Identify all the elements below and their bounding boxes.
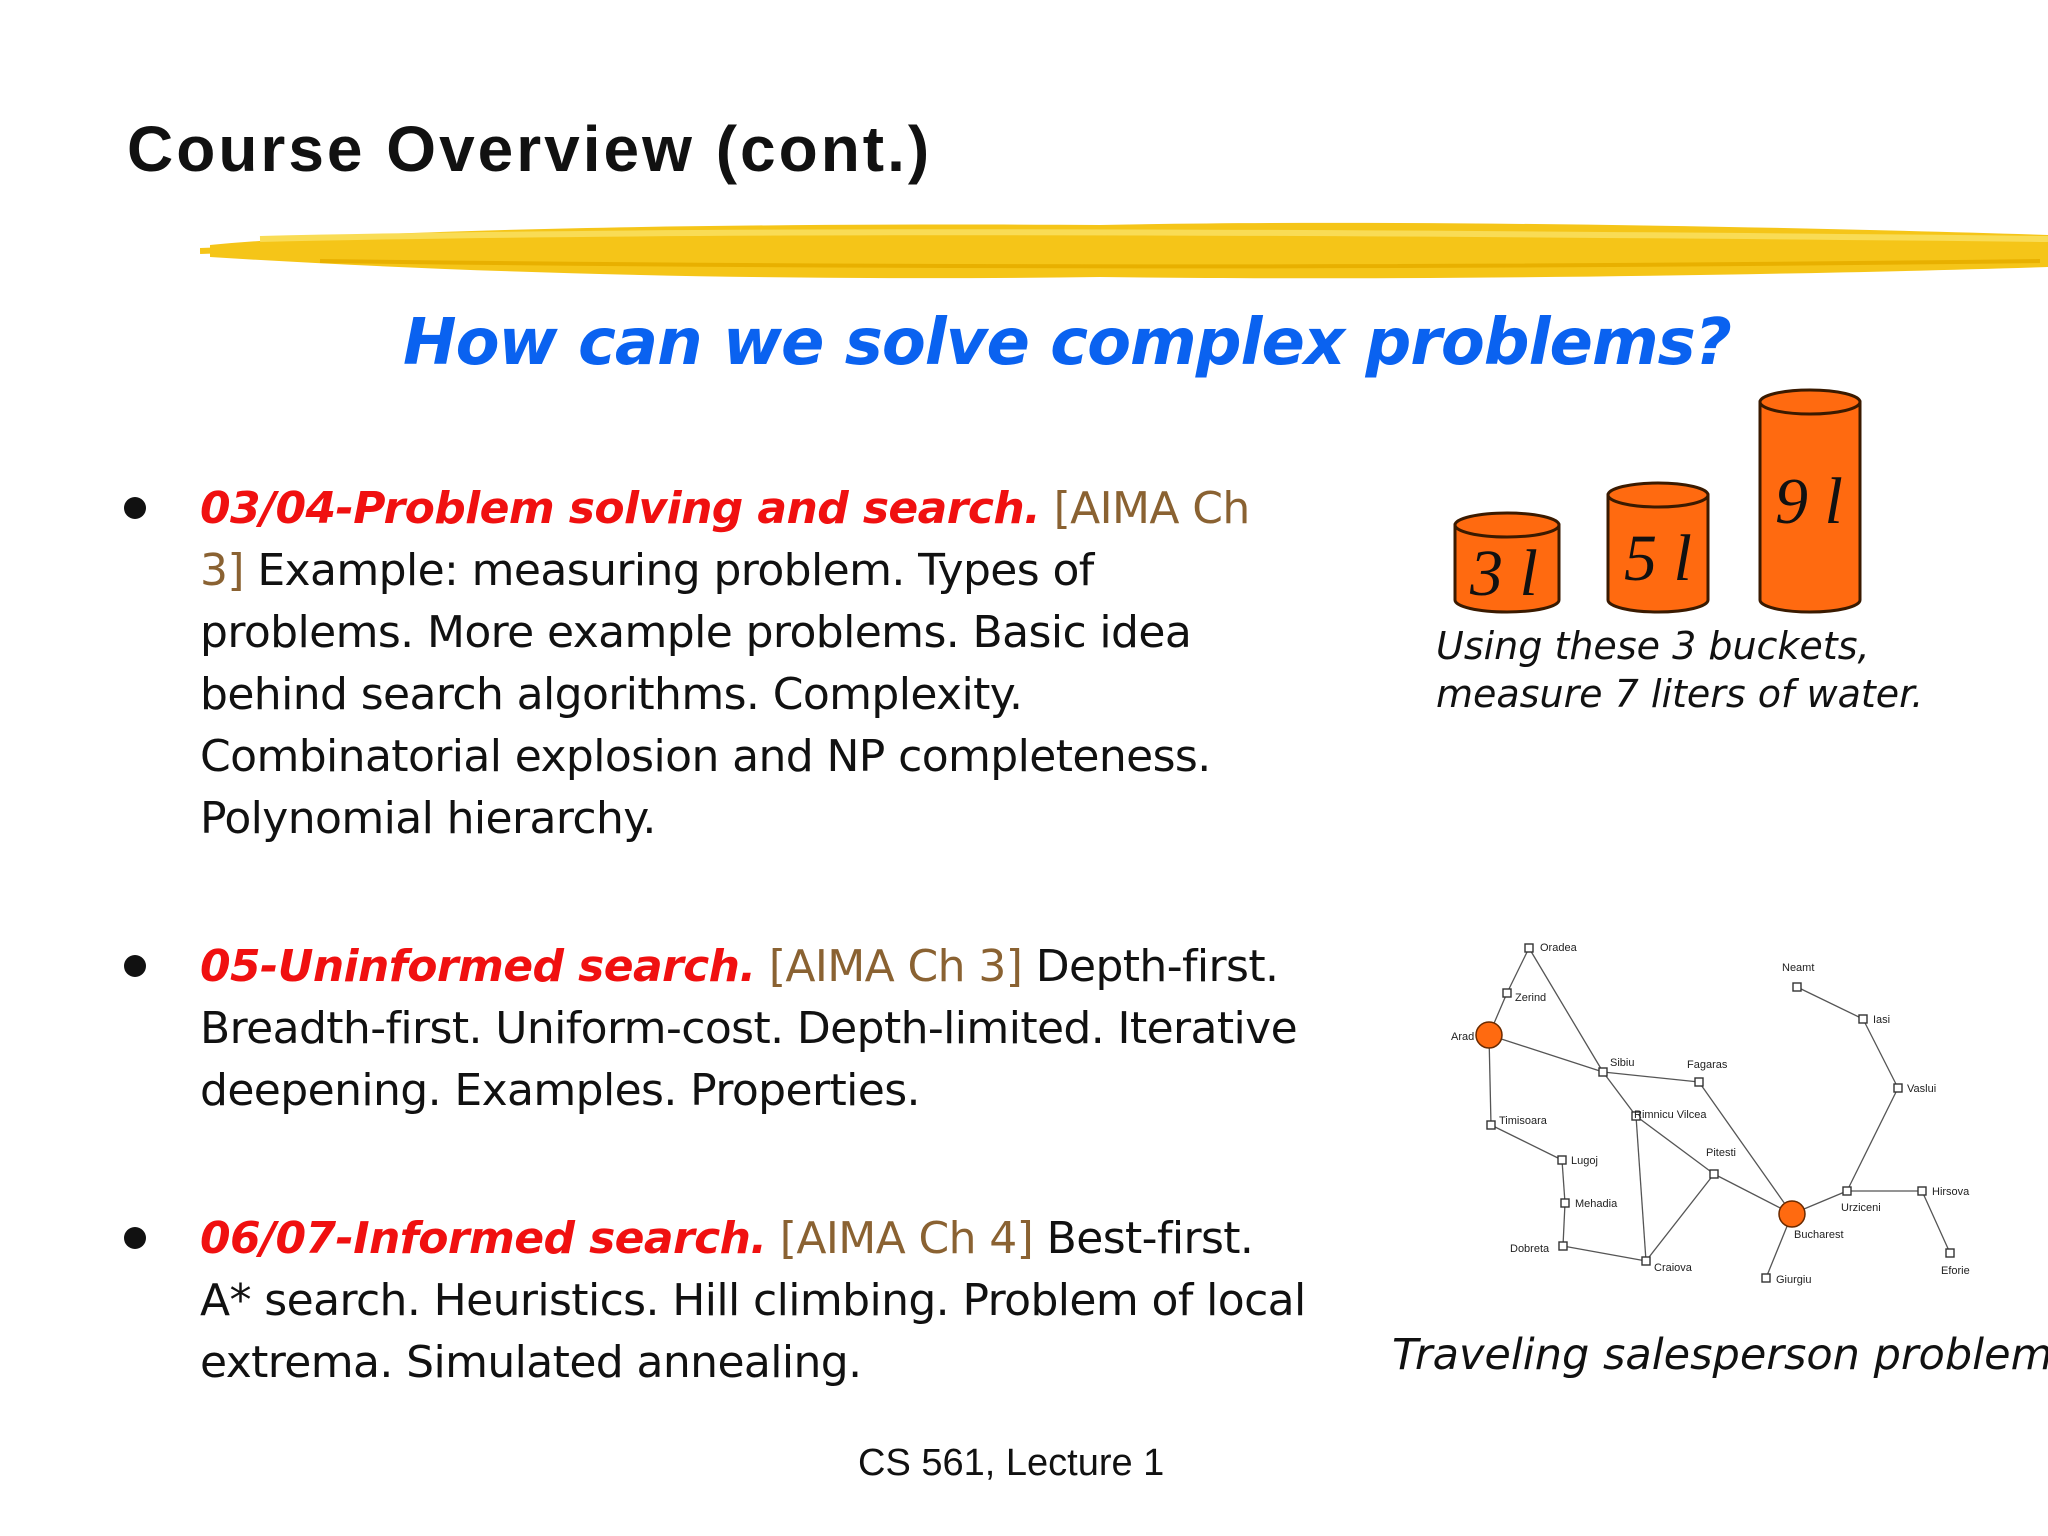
map-city-label: Vaslui [1907, 1083, 1936, 1095]
bullet-ref: [AIMA Ch [1053, 483, 1251, 534]
bullet-ref: [AIMA Ch 4] [779, 1213, 1034, 1264]
map-city-label: Rimnicu Vilcea [1634, 1109, 1707, 1121]
bullet-text: Polynomial hierarchy. [200, 793, 656, 844]
map-city-label: Zerind [1515, 992, 1546, 1004]
bullet-heading: 06/07-Informed search. [200, 1213, 767, 1264]
bullet-text: Depth-first. [1022, 941, 1279, 992]
map-city-label: Timisoara [1499, 1115, 1548, 1127]
bullet-informed-search: 06/07-Informed search. [AIMA Ch 4] Best-… [200, 1208, 1306, 1394]
slide-question: How can we solve complex problems? [403, 306, 1732, 380]
bullet-text: Example: measuring problem. Types of [243, 545, 1094, 596]
bucharest-highlight [1778, 1200, 1806, 1228]
map-city-label: Sibiu [1610, 1057, 1634, 1069]
bucket-label: 9 l [1775, 465, 1843, 538]
map-city-label: Urziceni [1841, 1202, 1881, 1214]
map-city-label: Mehadia [1575, 1198, 1618, 1210]
bucket-label: 5 l [1624, 522, 1692, 595]
map-city-label: Lugoj [1571, 1155, 1598, 1167]
map-caption: Traveling salesperson problem [1392, 1330, 2048, 1380]
map-city-label: Hirsova [1932, 1186, 1970, 1198]
map-city-label: Oradea [1540, 942, 1578, 954]
bullet-text: behind search algorithms. Complexity. [200, 669, 1023, 720]
slide-title: Course Overview (cont.) [127, 113, 933, 185]
bullet-marker [124, 497, 146, 519]
map-city-label: Craiova [1654, 1262, 1693, 1274]
arad-highlight [1475, 1021, 1503, 1049]
map-city-label: Arad [1451, 1031, 1474, 1043]
bullet-problem-solving: 03/04-Problem solving and search. [AIMA … [200, 478, 1250, 850]
bullet-uninformed-search: 05-Uninformed search. [AIMA Ch 3] Depth-… [200, 936, 1298, 1122]
bullet-ref: 3] [200, 545, 245, 596]
map-city-label: Neamt [1782, 962, 1814, 974]
bucket-9l: 9 l [1758, 388, 1862, 614]
bullet-ref: [AIMA Ch 3] [768, 941, 1023, 992]
bucket-3l: 3 l [1453, 511, 1561, 614]
buckets-illustration: 3 l 5 l 9 l [1453, 388, 1862, 614]
slide-footer: CS 561, Lecture 1 [858, 1442, 1165, 1484]
bullet-text: Breadth-first. Uniform-cost. Depth-limit… [200, 1003, 1298, 1054]
romania-map: Oradea Zerind Arad Sibiu Fagaras Timisoa… [1451, 942, 1970, 1286]
map-city-label: Eforie [1941, 1265, 1970, 1277]
bullet-text: Combinatorial explosion and NP completen… [200, 731, 1211, 782]
bullet-text: Best-first. [1033, 1213, 1254, 1264]
bucket-label: 3 l [1469, 537, 1538, 610]
bullet-heading: 05-Uninformed search. [200, 941, 756, 992]
bullet-marker [124, 1227, 146, 1249]
map-city-label: Giurgiu [1776, 1274, 1811, 1286]
map-city-label: Bucharest [1794, 1229, 1844, 1241]
caption-line: measure 7 liters of water. [1436, 672, 1924, 716]
map-city-label: Pitesti [1706, 1147, 1736, 1159]
map-city-label: Iasi [1873, 1014, 1890, 1026]
title-underline-brush [200, 222, 2048, 279]
buckets-caption: Using these 3 buckets, measure 7 liters … [1436, 622, 1923, 718]
bullet-text: problems. More example problems. Basic i… [200, 607, 1192, 658]
bullet-text: extrema. Simulated annealing. [200, 1337, 862, 1388]
bullet-marker [124, 955, 146, 977]
bullet-text: deepening. Examples. Properties. [200, 1065, 921, 1116]
bullet-text: A* search. Heuristics. Hill climbing. Pr… [200, 1275, 1306, 1326]
bucket-5l: 5 l [1606, 481, 1710, 614]
bullet-heading: 03/04-Problem solving and search. [200, 483, 1041, 534]
map-city-label: Fagaras [1687, 1059, 1728, 1071]
map-city-label: Dobreta [1510, 1243, 1550, 1255]
caption-line: Using these 3 buckets, [1436, 624, 1870, 668]
